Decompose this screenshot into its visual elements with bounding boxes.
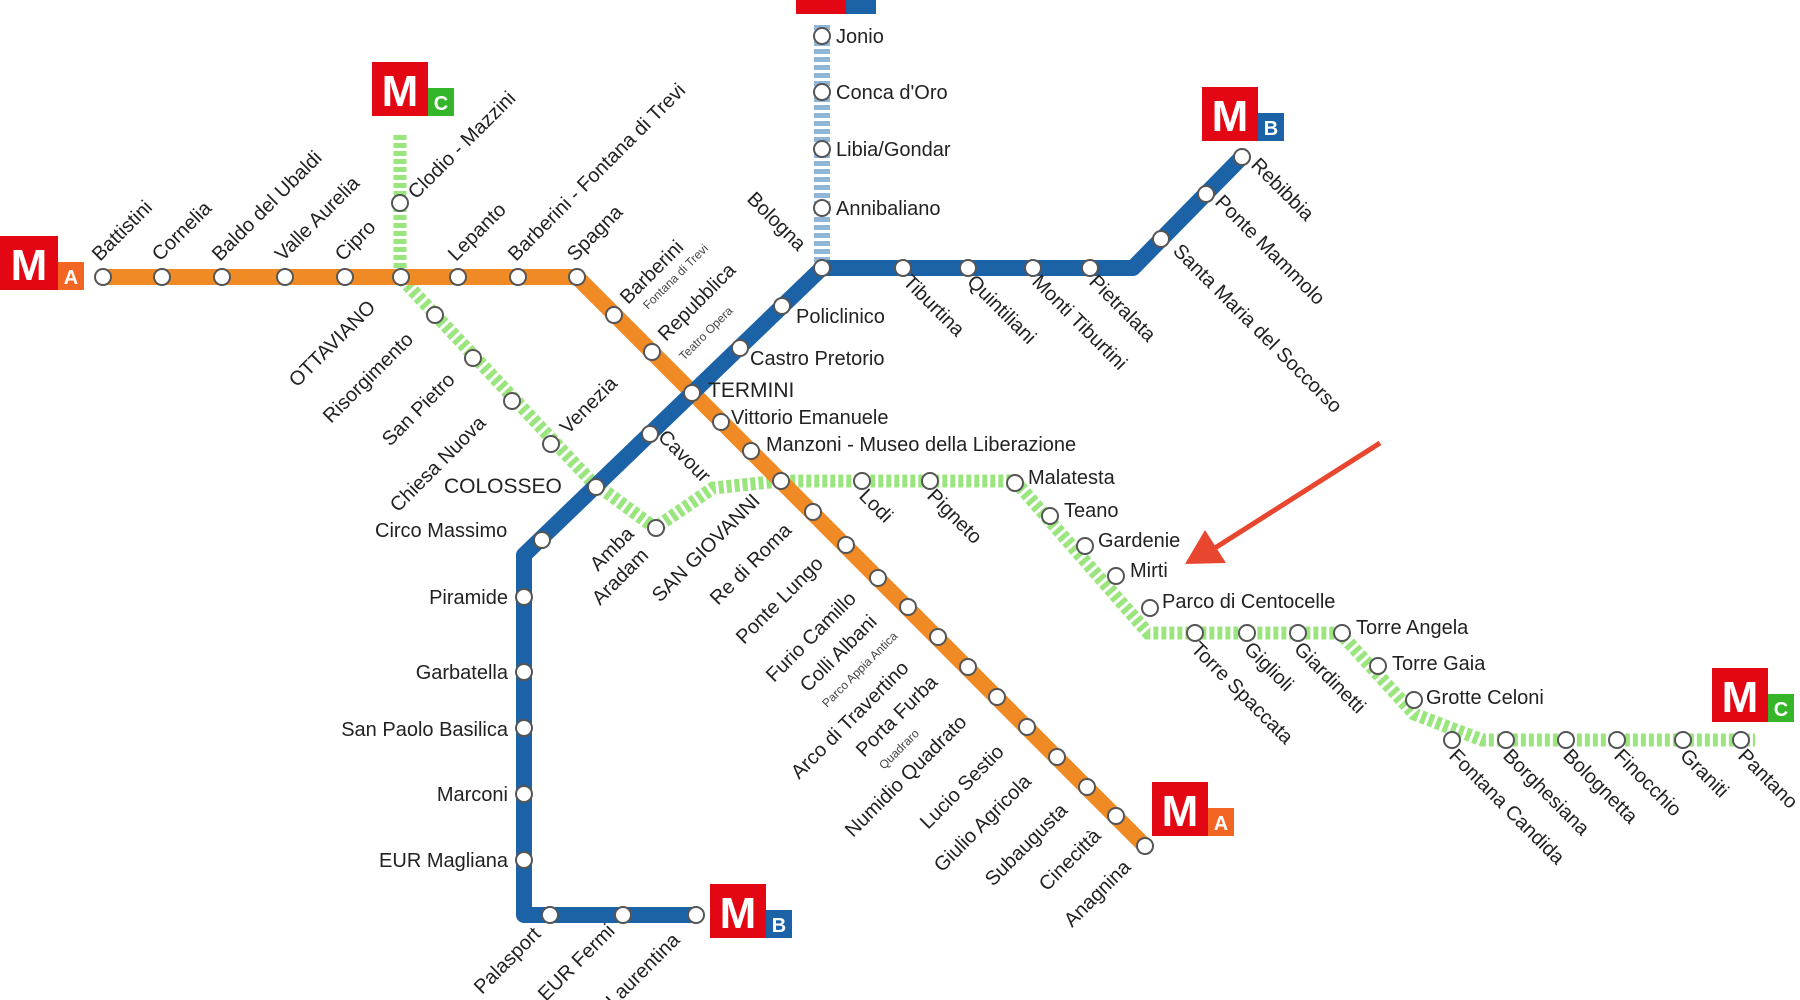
- station-label-circo-massimo: Circo Massimo: [375, 520, 507, 542]
- station-label-conca-d-oro: Conca d'Oro: [836, 82, 948, 104]
- station-label-malatesta: Malatesta: [1028, 467, 1116, 489]
- svg-text:A: A: [1214, 813, 1228, 835]
- station-label-teano: Teano: [1064, 500, 1119, 522]
- station-label-castro-pretorio: Castro Pretorio: [750, 348, 885, 370]
- station-label-torre-angela: Torre Angela: [1356, 617, 1469, 639]
- station-label-pigneto: Pigneto: [922, 485, 986, 549]
- station-label-battistini: Battistini: [88, 197, 157, 266]
- logo-line-c-east: M C: [1712, 668, 1794, 722]
- station-label-graniti: Graniti: [1675, 745, 1732, 802]
- station-label-manzoni: Manzoni - Museo della Liberazione: [766, 434, 1076, 456]
- station-label-termini: TERMINI: [708, 379, 794, 402]
- station-label-eur-magliana: EUR Magliana: [379, 850, 509, 872]
- station-label-lepanto: Lepanto: [444, 199, 511, 266]
- station-label-vittorio-emanuele: Vittorio Emanuele: [731, 407, 889, 429]
- station-label-quintiliani: Quintiliani: [962, 271, 1040, 349]
- logo-line-a-west: M A: [0, 236, 84, 290]
- station-label-cornelia: Cornelia: [148, 197, 217, 266]
- station-label-libia-gondar: Libia/Gondar: [836, 139, 951, 161]
- station-label-marconi: Marconi: [437, 784, 508, 806]
- station-label-san-paolo: San Paolo Basilica: [341, 719, 509, 741]
- svg-text:M: M: [1722, 673, 1759, 722]
- svg-text:A: A: [64, 267, 78, 289]
- station-label-grotte-celoni: Grotte Celoni: [1426, 687, 1544, 709]
- svg-text:M: M: [720, 889, 757, 938]
- svg-text:B: B: [1264, 118, 1278, 140]
- svg-text:B: B: [772, 915, 786, 937]
- station-label-colosseo: COLOSSEO: [444, 475, 562, 498]
- station-label-san-giovanni: SAN GIOVANNI: [648, 490, 765, 607]
- station-label-pantano: Pantano: [1733, 745, 1800, 813]
- station-markers: [94, 27, 1750, 924]
- station-labels: Battistini Cornelia Baldo del Ubaldi Val…: [88, 26, 1800, 1000]
- station-label-cavour: Cavour: [653, 426, 714, 487]
- station-label-rebibbia: Rebibbia: [1246, 154, 1318, 226]
- station-label-palasport: Palasport: [470, 923, 546, 999]
- station-label-venezia: Venezia: [556, 372, 623, 439]
- station-label-santa-maria: Santa Maria del Soccorso: [1168, 240, 1345, 417]
- station-label-baldo-del-ubaldi: Baldo del Ubaldi: [208, 147, 327, 266]
- station-label-parco-di-centocelle: Parco di Centocelle: [1162, 591, 1335, 613]
- annotation-arrow: [1185, 440, 1382, 564]
- logo-line-b1-north: [796, 0, 876, 14]
- svg-text:M: M: [1162, 787, 1199, 836]
- station-label-jonio: Jonio: [836, 26, 884, 48]
- station-label-garbatella: Garbatella: [416, 662, 509, 684]
- station-label-tiburtina: Tiburtina: [898, 271, 969, 342]
- station-label-lodi: Lodi: [854, 485, 896, 527]
- svg-text:C: C: [434, 93, 448, 115]
- station-label-eur-fermi: EUR Fermi: [534, 920, 619, 1000]
- svg-text:M: M: [382, 67, 419, 116]
- logo-line-a-southeast: M A: [1152, 782, 1234, 836]
- station-label-mirti: Mirti: [1130, 560, 1168, 582]
- svg-text:M: M: [1212, 92, 1249, 141]
- station-label-policlinico: Policlinico: [796, 306, 885, 328]
- station-label-gardenie: Gardenie: [1098, 530, 1180, 552]
- logo-line-b-south: M B: [710, 884, 792, 938]
- svg-text:M: M: [11, 241, 48, 290]
- station-label-bologna: Bologna: [742, 188, 810, 256]
- station-label-numidio-quadrato: Numidio Quadrato: [841, 711, 971, 841]
- svg-text:C: C: [1774, 699, 1788, 721]
- logo-line-b-northeast: M B: [1202, 87, 1284, 141]
- station-label-annibaliano: Annibaliano: [836, 198, 941, 220]
- logo-line-c-north: M C: [372, 62, 454, 116]
- station-label-torre-gaia: Torre Gaia: [1392, 653, 1486, 675]
- station-label-cipro: Cipro: [331, 216, 380, 265]
- station-label-piramide: Piramide: [429, 587, 508, 609]
